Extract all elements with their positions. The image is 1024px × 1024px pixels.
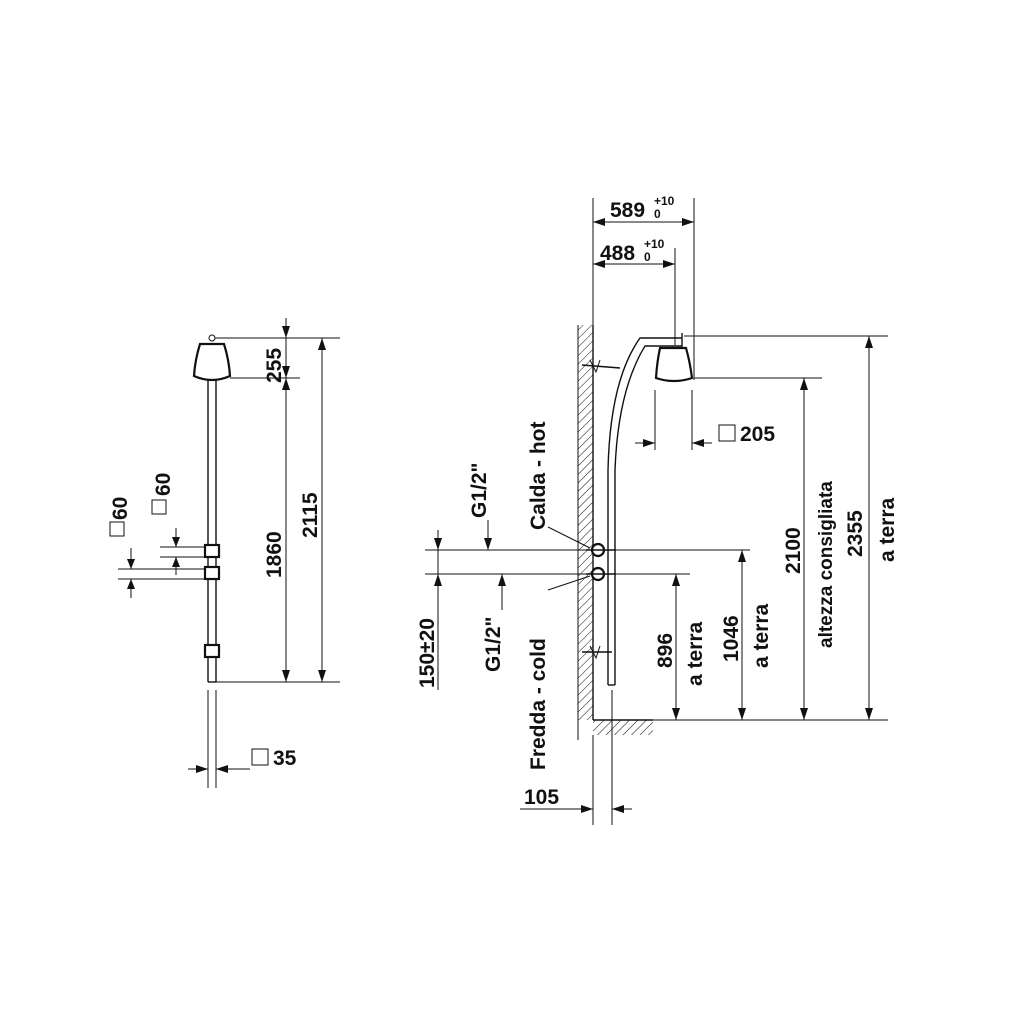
- dim-205-label: 205: [740, 423, 775, 446]
- dim-589-label: 589: [610, 199, 645, 222]
- left-front-view: 255 1860 2115 60 60 35: [109, 318, 340, 788]
- dim-589-tol-bottom: 0: [654, 207, 661, 221]
- dim-60-b-label: 60: [152, 473, 175, 496]
- dim-488-tol-bottom: 0: [644, 250, 651, 264]
- a-terra-2355: a terra: [876, 497, 899, 562]
- dim-105-label: 105: [524, 786, 559, 809]
- a-terra-1046: a terra: [750, 603, 773, 668]
- right-dimensions: [425, 198, 888, 825]
- a-terra-896: a terra: [684, 621, 707, 686]
- label-cold: Fredda - cold: [527, 638, 550, 770]
- right-column: [581, 333, 694, 686]
- wall-section: [577, 325, 653, 740]
- dim-896-label: 896: [654, 633, 677, 668]
- dim-35-label: 35: [273, 747, 297, 770]
- dim-2100-label: 2100: [782, 527, 805, 574]
- dim-150-label: 150±20: [416, 618, 439, 688]
- dim-1046-label: 1046: [720, 615, 743, 662]
- thread-hot-label: G1/2": [468, 463, 491, 518]
- thread-cold-label: G1/2": [482, 617, 505, 672]
- square-symbol-icon: [109, 521, 125, 537]
- square-symbol-icon: [151, 499, 167, 515]
- dim-2115-label: 2115: [299, 492, 322, 538]
- right-side-view: 589 +10 0 488 +10 0 205 Calda - hot Fred…: [416, 194, 899, 825]
- label-recommended-height: altezza consigliata: [816, 481, 837, 648]
- dim-589-tol-top: +10: [654, 194, 675, 208]
- dim-255-label: 255: [263, 348, 286, 383]
- dim-488-label: 488: [600, 242, 635, 265]
- square-symbol-icon: [718, 424, 736, 442]
- square-symbol-icon: [251, 748, 269, 766]
- dim-1860-label: 1860: [263, 531, 286, 578]
- dim-60-a-label: 60: [109, 497, 132, 520]
- dim-488-tol-top: +10: [644, 237, 665, 251]
- dim-2355-label: 2355: [844, 510, 867, 557]
- label-hot: Calda - hot: [527, 421, 550, 530]
- left-column: [203, 380, 221, 683]
- left-shower-head: [192, 334, 232, 382]
- left-dimensions: [118, 318, 340, 788]
